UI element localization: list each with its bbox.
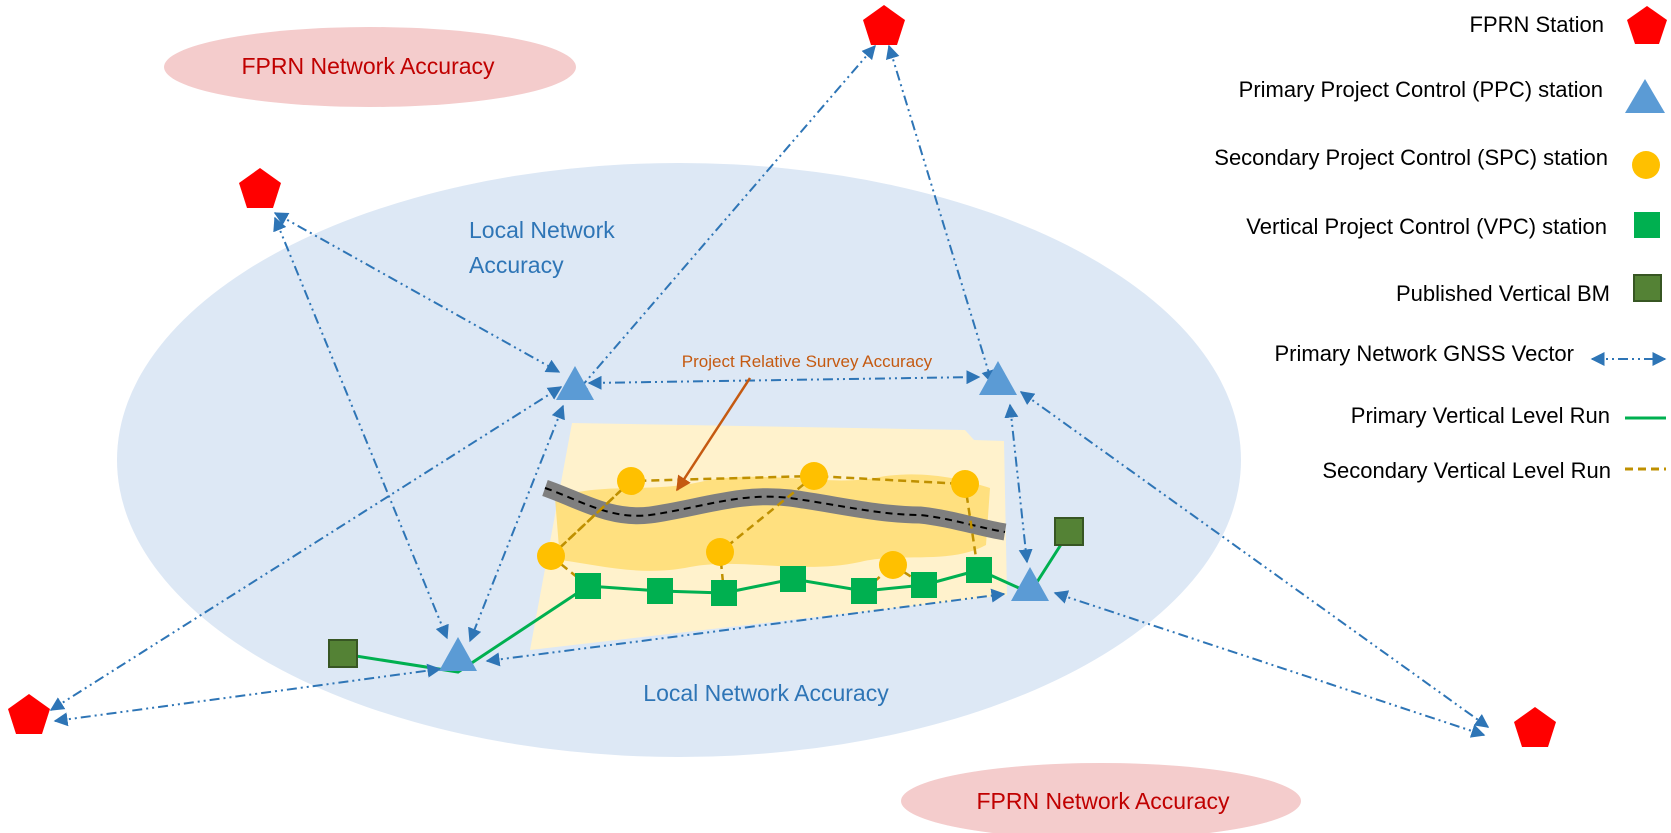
project-relative-accuracy-arrow: [675, 377, 752, 492]
spc-station: [879, 551, 907, 579]
gnss-vector: [485, 588, 1006, 667]
local-network-accuracy-label: Local Network: [469, 217, 615, 243]
fprn-network-accuracy-ellipse-top: [164, 27, 576, 107]
legend-fprn-station-icon: [1627, 6, 1667, 44]
gnss-vector: [1019, 391, 1490, 728]
vpc-station: [711, 580, 737, 606]
local-network-accuracy-label: Local Network Accuracy: [643, 680, 889, 706]
published-vertical-bm: [1054, 517, 1084, 546]
fprn-station: [863, 5, 905, 45]
fprn-network-accuracy-label: FPRN Network Accuracy: [976, 788, 1230, 814]
gnss-vector: [574, 44, 876, 396]
vpc-station: [911, 572, 937, 598]
spc-station: [537, 542, 565, 570]
spc-station: [800, 462, 828, 490]
road-centerline: [544, 487, 1006, 533]
legend-label-gnss-vector: Primary Network GNSS Vector: [1274, 341, 1574, 366]
fprn-network-accuracy-ellipse-bottom: [901, 763, 1301, 833]
spc-station: [951, 470, 979, 498]
project-corridor: [555, 474, 990, 571]
legend-label-ppc-station: Primary Project Control (PPC) station: [1239, 77, 1603, 102]
ppc-station: [979, 361, 1017, 395]
legend-label-published-bm: Published Vertical BM: [1396, 281, 1610, 306]
gnss-vector: [468, 404, 565, 643]
gnss-vector: [1053, 590, 1486, 738]
legend-spc-station-icon: [1632, 151, 1660, 179]
ppc-station: [439, 637, 477, 671]
fprn-station: [239, 168, 281, 208]
project-relative-accuracy-label: Project Relative Survey Accuracy: [682, 352, 933, 371]
legend-label-vpc-station: Vertical Project Control (VPC) station: [1246, 214, 1607, 239]
legend: FPRN Station Primary Project Control (PP…: [1214, 6, 1667, 483]
vpc-station: [851, 578, 877, 604]
spc-station: [706, 538, 734, 566]
legend-label-secondary-level-run: Secondary Vertical Level Run: [1322, 458, 1611, 483]
legend-label-primary-level-run: Primary Vertical Level Run: [1351, 403, 1610, 428]
vpc-station: [966, 557, 992, 583]
legend-label-spc-station: Secondary Project Control (SPC) station: [1214, 145, 1608, 170]
fprn-station: [8, 694, 50, 734]
vpc-station: [780, 566, 806, 592]
vpc-station: [647, 578, 673, 604]
legend-vpc-station-icon: [1634, 212, 1660, 238]
published-vertical-bm: [328, 639, 358, 668]
ppc-station: [556, 366, 594, 400]
ppc-station: [1011, 567, 1049, 601]
gnss-vectors: [49, 44, 1490, 738]
fprn-network-accuracy-label: FPRN Network Accuracy: [241, 53, 495, 79]
spc-station: [617, 467, 645, 495]
vpc-station: [575, 573, 601, 599]
legend-ppc-station-icon: [1625, 79, 1665, 113]
local-network-accuracy-label: Accuracy: [469, 252, 564, 278]
legend-published-bm-icon: [1633, 274, 1662, 302]
gnss-vector: [885, 44, 996, 385]
legend-label-fprn-station: FPRN Station: [1470, 12, 1605, 37]
fprn-station: [1514, 707, 1556, 747]
